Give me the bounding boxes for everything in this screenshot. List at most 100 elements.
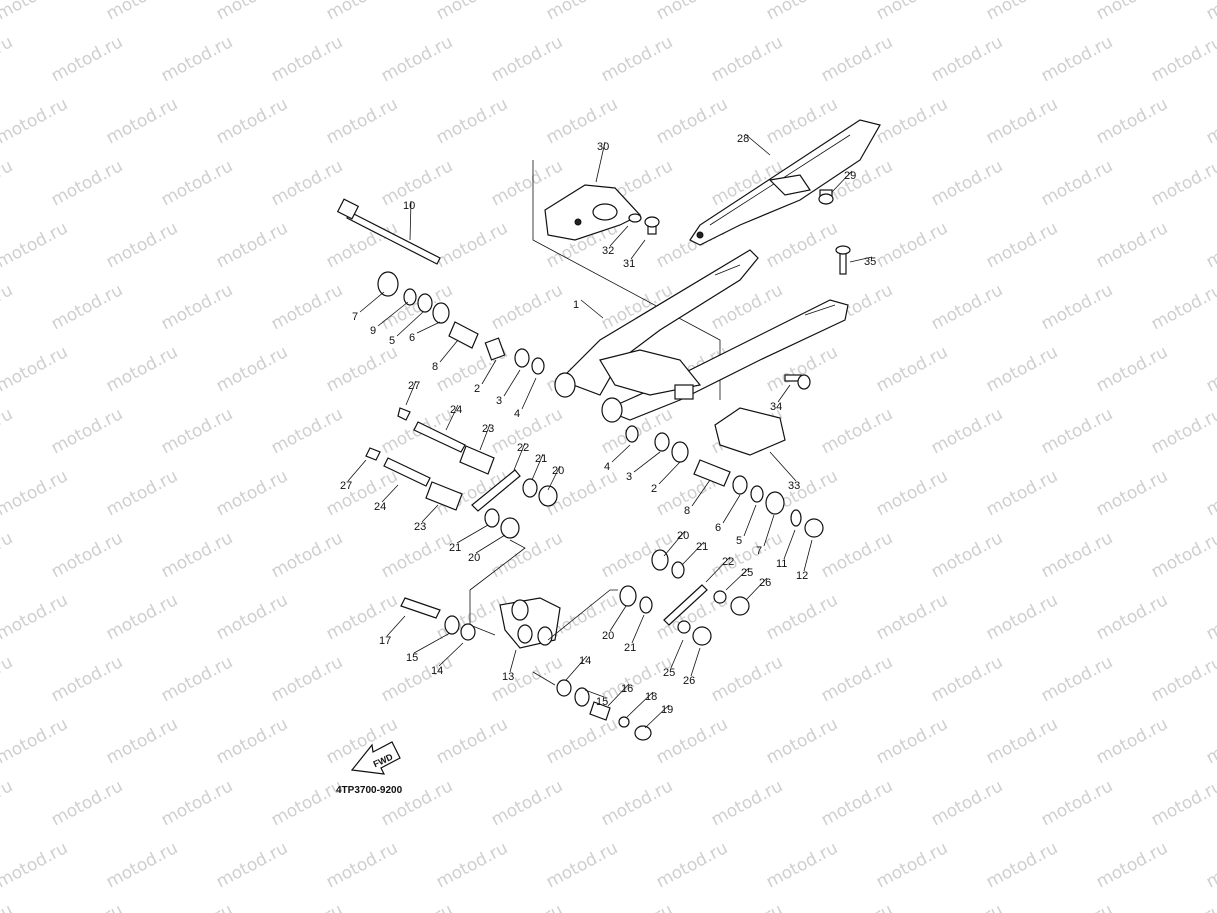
watermark-text: motod.ru bbox=[763, 218, 841, 272]
callout-label: 20 bbox=[602, 630, 614, 642]
watermark-text: motod.ru bbox=[0, 94, 71, 148]
callout-leader bbox=[377, 301, 409, 327]
part-18-washer bbox=[618, 716, 630, 728]
watermark-text: motod.ru bbox=[1148, 652, 1217, 706]
watermark-text: motod.ru bbox=[873, 0, 951, 24]
leader-link-14 bbox=[532, 671, 556, 686]
watermark-text: motod.ru bbox=[873, 590, 951, 644]
watermark-text: motod.ru bbox=[1093, 94, 1171, 148]
part-26-nut bbox=[730, 596, 750, 616]
callout-label: 6 bbox=[409, 332, 415, 344]
callout-label: 3 bbox=[626, 471, 632, 483]
part-8-collar bbox=[448, 321, 479, 349]
watermark-text: motod.ru bbox=[1093, 218, 1171, 272]
part-35-bolt bbox=[835, 245, 851, 275]
watermark-text: motod.ru bbox=[983, 838, 1061, 892]
watermark-text: motod.ru bbox=[598, 900, 676, 913]
watermark-text: motod.ru bbox=[323, 94, 401, 148]
part-15-seal bbox=[444, 615, 460, 635]
callout-leader bbox=[481, 359, 497, 385]
watermark-text: motod.ru bbox=[488, 528, 566, 582]
callout-label: 27 bbox=[340, 480, 352, 492]
callout-leader bbox=[769, 451, 797, 482]
watermark-text: motod.ru bbox=[433, 0, 511, 24]
callout-label: 8 bbox=[684, 505, 690, 517]
callout-label: 15 bbox=[596, 696, 608, 708]
callout-leader bbox=[644, 704, 670, 729]
watermark-text: motod.ru bbox=[928, 280, 1006, 334]
watermark-text: motod.ru bbox=[1203, 94, 1217, 148]
watermark-text: motod.ru bbox=[1093, 590, 1171, 644]
part-33-protector bbox=[714, 407, 786, 456]
watermark-text: motod.ru bbox=[0, 590, 71, 644]
watermark-text: motod.ru bbox=[103, 0, 181, 24]
watermark-text: motod.ru bbox=[0, 776, 16, 830]
watermark-text: motod.ru bbox=[0, 466, 71, 520]
watermark-text: motod.ru bbox=[0, 652, 16, 706]
callout-leader bbox=[670, 639, 684, 669]
callout-label: 33 bbox=[788, 480, 800, 492]
part-27-grease-nipple-2 bbox=[365, 447, 381, 461]
watermark-text: motod.ru bbox=[0, 528, 16, 582]
callout-leader bbox=[663, 530, 686, 557]
watermark-text: motod.ru bbox=[488, 776, 566, 830]
watermark-text: motod.ru bbox=[433, 714, 511, 768]
watermark-text: motod.ru bbox=[488, 280, 566, 334]
watermark-text: motod.ru bbox=[488, 32, 566, 86]
watermark-text: motod.ru bbox=[983, 0, 1061, 24]
part-31-bolt bbox=[644, 216, 660, 235]
watermark-text: motod.ru bbox=[1203, 342, 1217, 396]
callout-label: 35 bbox=[864, 256, 876, 268]
watermark-text: motod.ru bbox=[213, 714, 291, 768]
callout-leader bbox=[777, 384, 791, 403]
callout-leader bbox=[783, 529, 796, 560]
callout-leader bbox=[691, 479, 711, 507]
callout-leader bbox=[503, 369, 521, 397]
part-27-grease-nipple bbox=[397, 407, 411, 421]
callout-label: 5 bbox=[736, 535, 742, 547]
part-21-seal-4 bbox=[671, 561, 685, 579]
watermark-text: motod.ru bbox=[48, 156, 126, 210]
callout-leader bbox=[513, 442, 526, 471]
watermark-text: motod.ru bbox=[268, 404, 346, 458]
watermark-text: motod.ru bbox=[158, 652, 236, 706]
part-3-bushing-r bbox=[654, 432, 670, 452]
watermark-text: motod.ru bbox=[543, 94, 621, 148]
watermark-text: motod.ru bbox=[818, 32, 896, 86]
part-3-bushing bbox=[514, 348, 530, 368]
callout-leader bbox=[831, 170, 853, 193]
watermark-text: motod.ru bbox=[818, 900, 896, 913]
watermark-text: motod.ru bbox=[818, 776, 896, 830]
callout-leader bbox=[359, 291, 385, 313]
callout-leader bbox=[584, 689, 605, 698]
callout-label: 8 bbox=[432, 361, 438, 373]
part-19-nut bbox=[634, 725, 652, 741]
watermark-text: motod.ru bbox=[213, 466, 291, 520]
callout-label: 27 bbox=[408, 380, 420, 392]
callout-leader bbox=[509, 649, 517, 673]
watermark-text: motod.ru bbox=[708, 776, 786, 830]
watermark-text: motod.ru bbox=[433, 218, 511, 272]
callout-leader bbox=[421, 504, 439, 523]
watermark-text: motod.ru bbox=[378, 528, 456, 582]
watermark-text: motod.ru bbox=[0, 156, 16, 210]
leader-frame-13 bbox=[469, 539, 526, 636]
watermark-text: motod.ru bbox=[378, 156, 456, 210]
part-15-seal-2 bbox=[574, 687, 590, 707]
watermark-text: motod.ru bbox=[488, 900, 566, 913]
watermark-text: motod.ru bbox=[0, 218, 71, 272]
watermark-text: motod.ru bbox=[1203, 218, 1217, 272]
callout-leader bbox=[386, 615, 406, 637]
watermark-text: motod.ru bbox=[543, 838, 621, 892]
watermark-text: motod.ru bbox=[48, 32, 126, 86]
callout-label: 31 bbox=[623, 258, 635, 270]
callout-label: 21 bbox=[535, 453, 547, 465]
watermark-text: motod.ru bbox=[653, 0, 731, 24]
watermark-text: motod.ru bbox=[158, 528, 236, 582]
callout-label: 15 bbox=[406, 652, 418, 664]
watermark-text: motod.ru bbox=[653, 838, 731, 892]
part-2-bushing bbox=[484, 337, 506, 361]
callout-leader bbox=[438, 642, 464, 667]
callout-label: 13 bbox=[502, 671, 514, 683]
